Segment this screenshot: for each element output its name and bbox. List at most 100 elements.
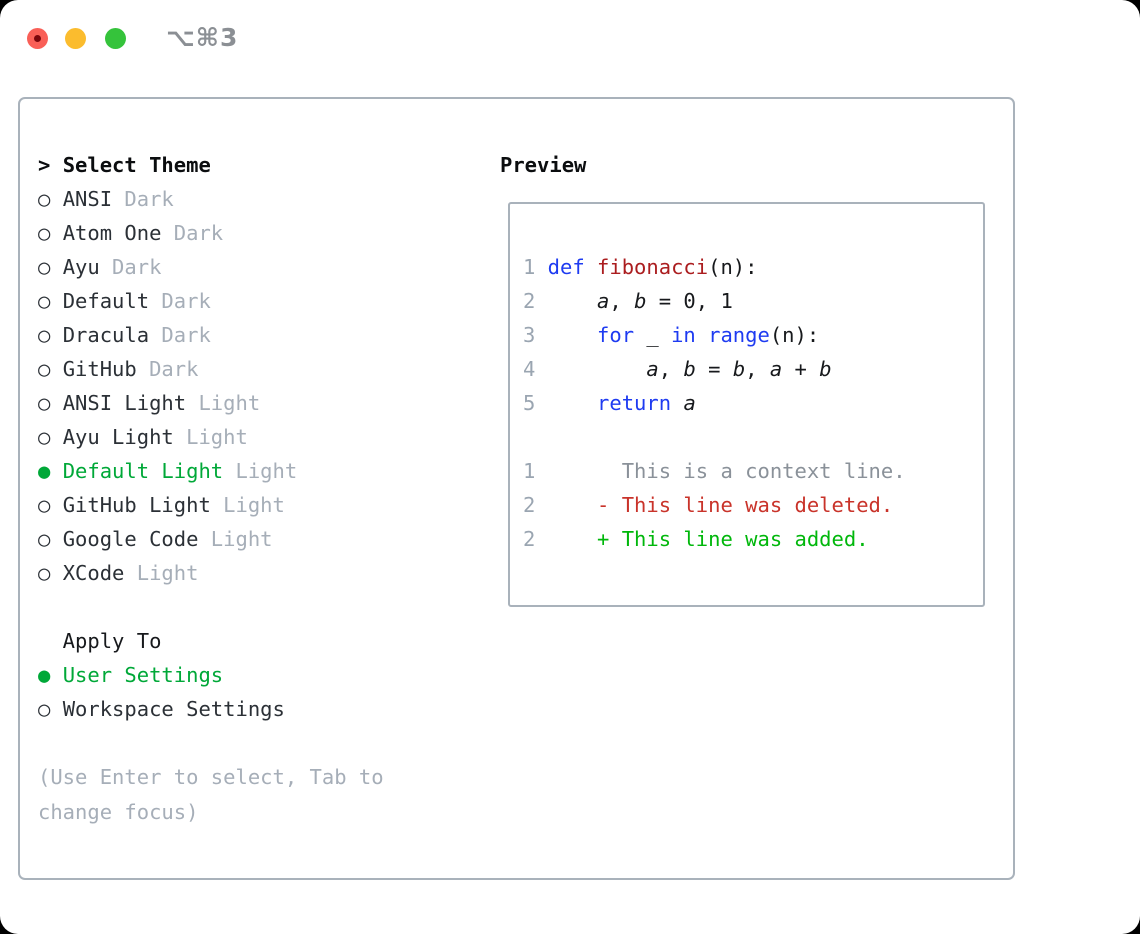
preview-line — [523, 420, 983, 454]
line-number: 5 — [523, 391, 536, 415]
theme-variant-tag: Dark — [99, 255, 162, 279]
theme-variant-tag: Light — [223, 459, 298, 483]
code-segment: _ — [634, 323, 672, 347]
spacer — [38, 590, 384, 624]
code-segment: = 0, 1 — [646, 289, 733, 313]
code-segment: in — [671, 323, 696, 347]
preview-line: 2 - This line was deleted. — [523, 488, 983, 522]
theme-variant-tag: Light — [173, 425, 248, 449]
theme-option-ansi[interactable]: ○ ANSI Dark — [38, 182, 384, 216]
radio-icon: ○ — [38, 697, 63, 721]
help-text-line: change focus) — [38, 800, 199, 824]
theme-variant-tag: Light — [198, 527, 273, 551]
code-segment — [671, 391, 683, 415]
theme-option-default-light[interactable]: ● Default Light Light — [38, 454, 384, 488]
apply-option-label: User Settings — [62, 663, 224, 687]
radio-icon: ○ — [38, 391, 63, 415]
code-segment: - This line was deleted. — [547, 493, 894, 517]
code-segment: a — [683, 391, 696, 415]
theme-variant-tag: Light — [210, 493, 285, 517]
line-number: 2 — [523, 493, 536, 517]
prompt-icon: > — [38, 153, 51, 177]
theme-option-xcode[interactable]: ○ XCode Light — [38, 556, 384, 590]
theme-name: GitHub — [62, 357, 137, 381]
code-segment: + This line was added. — [547, 527, 869, 551]
theme-name: Ayu — [62, 255, 100, 279]
line-number: 3 — [523, 323, 536, 347]
apply-option-workspace-settings[interactable]: ○ Workspace Settings — [38, 692, 384, 726]
theme-panel: > Select Theme ○ ANSI Dark○ Atom One Dar… — [38, 148, 384, 830]
theme-option-atom-one[interactable]: ○ Atom One Dark — [38, 216, 384, 250]
code-segment: b — [732, 357, 746, 381]
help-text: (Use Enter to select, Tab to change focus… — [38, 760, 384, 830]
line-number: 2 — [523, 289, 536, 313]
minimize-button[interactable] — [65, 28, 86, 49]
radio-selected-icon: ● — [38, 459, 63, 483]
theme-name: Default — [62, 289, 150, 313]
theme-picker-frame: > Select Theme ○ ANSI Dark○ Atom One Dar… — [18, 97, 1015, 880]
code-segment: This is a context line. — [547, 459, 906, 483]
theme-variant-tag: Light — [186, 391, 261, 415]
code-segment: return — [597, 391, 672, 415]
line-number: 1 — [523, 459, 536, 483]
preview-line: 5 return a — [523, 386, 983, 420]
theme-option-github[interactable]: ○ GitHub Dark — [38, 352, 384, 386]
theme-option-google-code[interactable]: ○ Google Code Light — [38, 522, 384, 556]
theme-name: XCode — [62, 561, 125, 585]
theme-option-dracula[interactable]: ○ Dracula Dark — [38, 318, 384, 352]
code-segment: a — [646, 357, 659, 381]
radio-icon: ○ — [38, 255, 63, 279]
select-theme-header: > Select Theme — [38, 148, 384, 182]
apply-option-user-settings[interactable]: ● User Settings — [38, 658, 384, 692]
theme-option-ayu[interactable]: ○ Ayu Dark — [38, 250, 384, 284]
window-title-shortcut: ⌥⌘3 — [166, 23, 239, 52]
preview-title: Preview — [500, 153, 587, 177]
code-segment — [548, 323, 597, 347]
theme-list: ○ ANSI Dark○ Atom One Dark○ Ayu Dark○ De… — [38, 182, 384, 590]
theme-name: Atom One — [62, 221, 162, 245]
code-segment: , — [745, 357, 770, 381]
zoom-button[interactable] — [105, 28, 126, 49]
code-segment: b — [634, 289, 647, 313]
radio-icon: ○ — [38, 289, 63, 313]
code-segment: + — [782, 357, 820, 381]
theme-option-ansi-light[interactable]: ○ ANSI Light Light — [38, 386, 384, 420]
theme-option-ayu-light[interactable]: ○ Ayu Light Light — [38, 420, 384, 454]
radio-icon: ○ — [38, 425, 63, 449]
code-segment: fibonacci — [597, 255, 709, 279]
theme-variant-tag: Dark — [136, 357, 199, 381]
apply-to-header: Apply To — [62, 629, 162, 653]
theme-variant-tag: Dark — [149, 323, 211, 347]
code-segment: b — [819, 357, 832, 381]
code-segment: , — [658, 357, 684, 381]
theme-name: ANSI Light — [62, 391, 187, 415]
help-text-line: (Use Enter to select, Tab to — [38, 765, 384, 789]
code-segment: def — [547, 255, 585, 279]
code-segment: a — [597, 289, 610, 313]
theme-name: Dracula — [62, 323, 150, 347]
theme-variant-tag: Dark — [112, 187, 174, 211]
theme-option-default[interactable]: ○ Default Dark — [38, 284, 384, 318]
theme-option-github-light[interactable]: ○ GitHub Light Light — [38, 488, 384, 522]
theme-name: GitHub Light — [62, 493, 211, 517]
preview-line: 4 a, b = b, a + b — [523, 352, 983, 386]
close-button[interactable] — [27, 28, 48, 49]
code-segment — [585, 255, 597, 279]
code-segment: range — [708, 323, 770, 347]
theme-name: Ayu Light — [62, 425, 174, 449]
theme-variant-tag: Dark — [161, 221, 224, 245]
radio-icon: ○ — [38, 561, 63, 585]
radio-selected-icon: ● — [38, 663, 63, 687]
apply-to-list: ● User Settings○ Workspace Settings — [38, 658, 384, 726]
code-segment: (n): — [769, 323, 820, 347]
theme-variant-tag: Light — [124, 561, 199, 585]
preview-line: 2 a, b = 0, 1 — [523, 284, 983, 318]
line-number: 4 — [523, 357, 536, 381]
theme-name: ANSI — [62, 187, 113, 211]
theme-name: Google Code — [62, 527, 199, 551]
code-segment — [548, 289, 597, 313]
